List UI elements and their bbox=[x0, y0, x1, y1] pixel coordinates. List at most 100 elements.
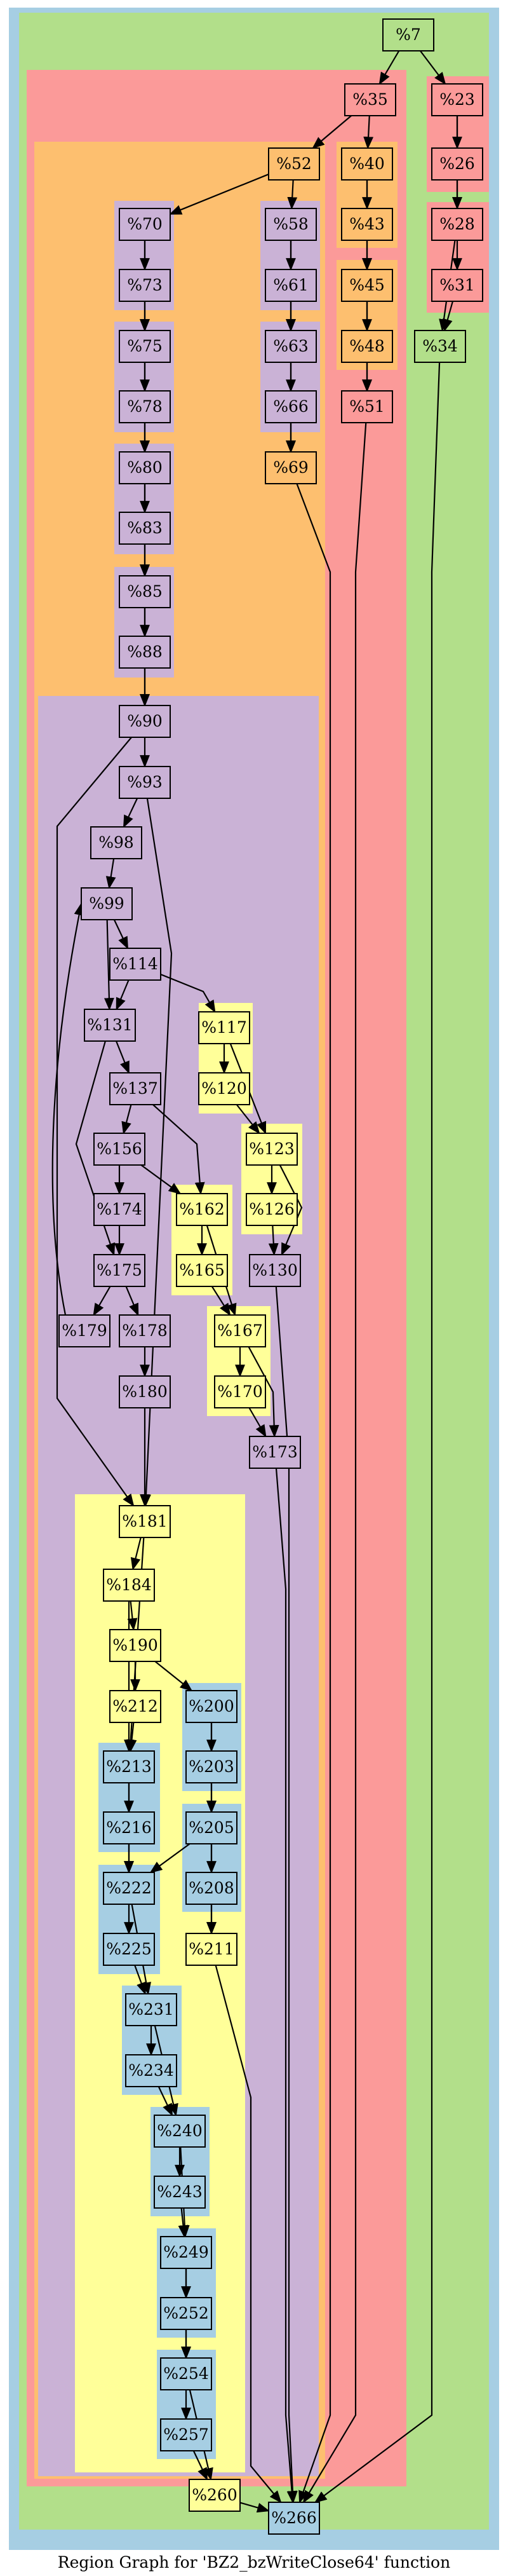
node-label: %83 bbox=[127, 519, 163, 537]
node-label: %243 bbox=[157, 2183, 202, 2201]
node-box bbox=[268, 147, 320, 181]
node-label: %254 bbox=[163, 2364, 208, 2383]
node-label: %257 bbox=[163, 2425, 208, 2444]
node-layer: %7%35%23%26%28%31%34%52%40%43%45%48%51%7… bbox=[58, 18, 483, 2535]
node-203: %203 bbox=[185, 1750, 237, 1783]
node-label: %99 bbox=[89, 894, 124, 913]
node-label: %58 bbox=[273, 215, 309, 233]
node-156: %156 bbox=[93, 1133, 145, 1166]
node-box bbox=[382, 18, 434, 51]
node-label: %167 bbox=[217, 1321, 262, 1340]
node-123: %123 bbox=[246, 1133, 298, 1166]
node-box bbox=[176, 1193, 228, 1226]
edge-layer bbox=[51, 50, 462, 2513]
node-box bbox=[160, 2297, 212, 2330]
node-label: %114 bbox=[112, 955, 157, 973]
edge-156-to-162 bbox=[140, 1164, 182, 1195]
node-120: %120 bbox=[198, 1072, 250, 1105]
edge-114-to-117 bbox=[160, 974, 216, 1013]
node-225: %225 bbox=[103, 1933, 155, 1966]
node-label: %75 bbox=[127, 337, 163, 355]
edge-131-to-137 bbox=[115, 1040, 130, 1074]
node-box bbox=[176, 1254, 228, 1287]
node-box bbox=[90, 826, 142, 859]
node-label: %240 bbox=[157, 2122, 202, 2140]
node-label: %73 bbox=[127, 276, 163, 294]
node-box bbox=[185, 1750, 237, 1783]
node-48: %48 bbox=[341, 330, 393, 363]
edge-99-to-131 bbox=[104, 919, 114, 1011]
node-52: %52 bbox=[268, 147, 320, 181]
node-box bbox=[341, 330, 393, 363]
node-45: %45 bbox=[341, 269, 393, 302]
node-69: %69 bbox=[265, 451, 317, 484]
node-label: %78 bbox=[127, 397, 163, 416]
node-box bbox=[185, 1811, 237, 1844]
node-label: %98 bbox=[98, 833, 134, 852]
node-box bbox=[119, 705, 171, 738]
node-label: %7 bbox=[396, 25, 421, 44]
node-label: %225 bbox=[106, 1940, 151, 1958]
edge-69-to-266 bbox=[296, 483, 331, 2504]
node-label: %35 bbox=[352, 90, 388, 109]
node-box bbox=[119, 269, 171, 302]
node-box bbox=[185, 1933, 237, 1966]
node-165: %165 bbox=[176, 1254, 228, 1287]
node-box bbox=[341, 390, 393, 423]
node-130: %130 bbox=[249, 1254, 301, 1287]
node-label: %126 bbox=[249, 1200, 294, 1218]
node-label: %26 bbox=[439, 154, 475, 173]
node-box bbox=[341, 147, 393, 181]
edge-181-to-184 bbox=[130, 1537, 142, 1571]
node-box bbox=[160, 2418, 212, 2451]
node-98: %98 bbox=[90, 826, 142, 859]
edge-167-to-173 bbox=[248, 1346, 279, 1438]
node-box bbox=[119, 1505, 171, 1538]
edge-137-to-162 bbox=[152, 1104, 205, 1195]
edge-35-to-52 bbox=[312, 115, 352, 149]
node-label: %70 bbox=[127, 215, 163, 233]
node-box bbox=[344, 83, 396, 116]
edge-170-to-173 bbox=[248, 1407, 267, 1438]
node-label: %156 bbox=[97, 1140, 142, 1158]
node-label: %190 bbox=[112, 1636, 157, 1654]
node-box bbox=[109, 1690, 161, 1723]
node-66: %66 bbox=[265, 390, 317, 423]
node-box bbox=[119, 636, 171, 669]
edge-126-to-130 bbox=[268, 1225, 279, 1256]
edge-137-to-156 bbox=[121, 1104, 132, 1135]
node-box bbox=[119, 330, 171, 363]
node-31: %31 bbox=[431, 269, 483, 302]
node-box bbox=[198, 1011, 250, 1044]
edge-7-to-23 bbox=[419, 50, 446, 85]
node-211: %211 bbox=[185, 1933, 237, 1966]
edge-99-to-114 bbox=[113, 919, 129, 950]
node-167: %167 bbox=[214, 1314, 266, 1347]
edge-7-to-35 bbox=[378, 50, 400, 85]
node-box bbox=[189, 2479, 241, 2512]
node-label: %23 bbox=[439, 90, 475, 109]
edge-52-to-58 bbox=[287, 179, 298, 210]
node-162: %162 bbox=[176, 1193, 228, 1226]
node-box bbox=[265, 451, 317, 484]
edge-93-to-98 bbox=[123, 798, 138, 828]
node-266: %266 bbox=[268, 2502, 320, 2535]
node-label: %120 bbox=[201, 1079, 246, 1098]
node-170: %170 bbox=[214, 1375, 266, 1408]
node-190: %190 bbox=[109, 1629, 161, 1662]
node-box bbox=[249, 1254, 301, 1287]
node-254: %254 bbox=[160, 2357, 212, 2390]
node-80: %80 bbox=[119, 451, 171, 484]
node-181: %181 bbox=[119, 1505, 171, 1538]
edge-257-to-260 bbox=[192, 2450, 208, 2481]
node-box bbox=[119, 451, 171, 484]
node-234: %234 bbox=[125, 2054, 177, 2087]
node-label: %170 bbox=[217, 1382, 262, 1401]
node-114: %114 bbox=[109, 948, 161, 981]
edge-52-to-70 bbox=[169, 174, 269, 215]
node-label: %231 bbox=[128, 2000, 173, 2019]
node-label: %173 bbox=[252, 1443, 297, 1461]
node-box bbox=[265, 208, 317, 241]
graph-caption: Region Graph for 'BZ2_bzWriteClose64' fu… bbox=[58, 2553, 450, 2572]
